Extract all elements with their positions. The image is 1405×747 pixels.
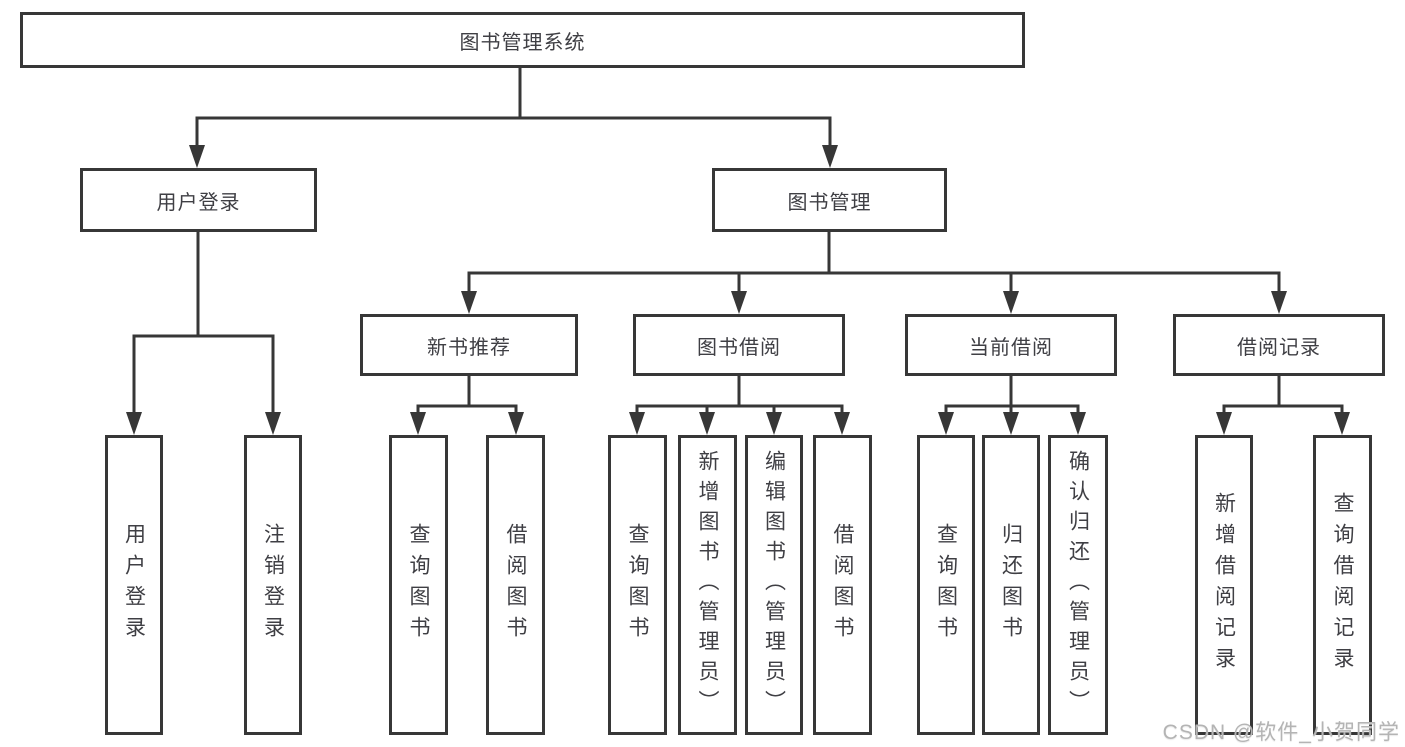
leaf-user-login-label: 用户登录 — [122, 523, 146, 647]
leaf-add-borrow-record-label: 新增借阅记录 — [1212, 492, 1236, 678]
leaf-user-login: 用户登录 — [105, 435, 163, 735]
leaf-query-books-current: 查询图书 — [917, 435, 975, 735]
leaf-edit-books-admin-label: 编辑图书（管理员） — [762, 450, 786, 720]
node-borrow-records: 借阅记录 — [1173, 314, 1385, 376]
leaf-query-books-current-label: 查询图书 — [934, 523, 958, 647]
leaf-return-books-label: 归还图书 — [999, 523, 1023, 647]
node-user-login: 用户登录 — [80, 168, 317, 232]
node-current-borrowing: 当前借阅 — [905, 314, 1117, 376]
leaf-query-books-recommend: 查询图书 — [389, 435, 448, 735]
node-book-management: 图书管理 — [712, 168, 947, 232]
leaf-add-books-admin: 新增图书（管理员） — [678, 435, 737, 735]
leaf-query-books-borrowing-label: 查询图书 — [626, 523, 649, 647]
leaf-return-books: 归还图书 — [982, 435, 1040, 735]
leaf-query-borrow-record: 查询借阅记录 — [1313, 435, 1372, 735]
csdn-watermark: CSDN @软件_小贺同学 — [1162, 721, 1400, 744]
leaf-query-books-borrowing: 查询图书 — [608, 435, 667, 735]
node-new-book-recommend: 新书推荐 — [360, 314, 578, 376]
leaf-query-borrow-record-label: 查询借阅记录 — [1331, 492, 1354, 678]
leaf-logout-label: 注销登录 — [261, 523, 285, 647]
leaf-borrow-books-label: 借阅图书 — [831, 523, 854, 647]
leaf-confirm-return-admin-label: 确认归还（管理员） — [1066, 450, 1090, 720]
node-book-borrowing: 图书借阅 — [633, 314, 845, 376]
leaf-add-borrow-record: 新增借阅记录 — [1195, 435, 1253, 735]
leaf-borrow-books: 借阅图书 — [813, 435, 872, 735]
leaf-logout: 注销登录 — [244, 435, 302, 735]
leaf-confirm-return-admin: 确认归还（管理员） — [1048, 435, 1108, 735]
leaf-borrow-books-recommend-label: 借阅图书 — [504, 523, 527, 647]
leaf-query-books-recommend-label: 查询图书 — [407, 523, 430, 647]
leaf-add-books-admin-label: 新增图书（管理员） — [696, 450, 719, 720]
leaf-borrow-books-recommend: 借阅图书 — [486, 435, 545, 735]
leaf-edit-books-admin: 编辑图书（管理员） — [745, 435, 803, 735]
node-system-root: 图书管理系统 — [20, 12, 1025, 68]
